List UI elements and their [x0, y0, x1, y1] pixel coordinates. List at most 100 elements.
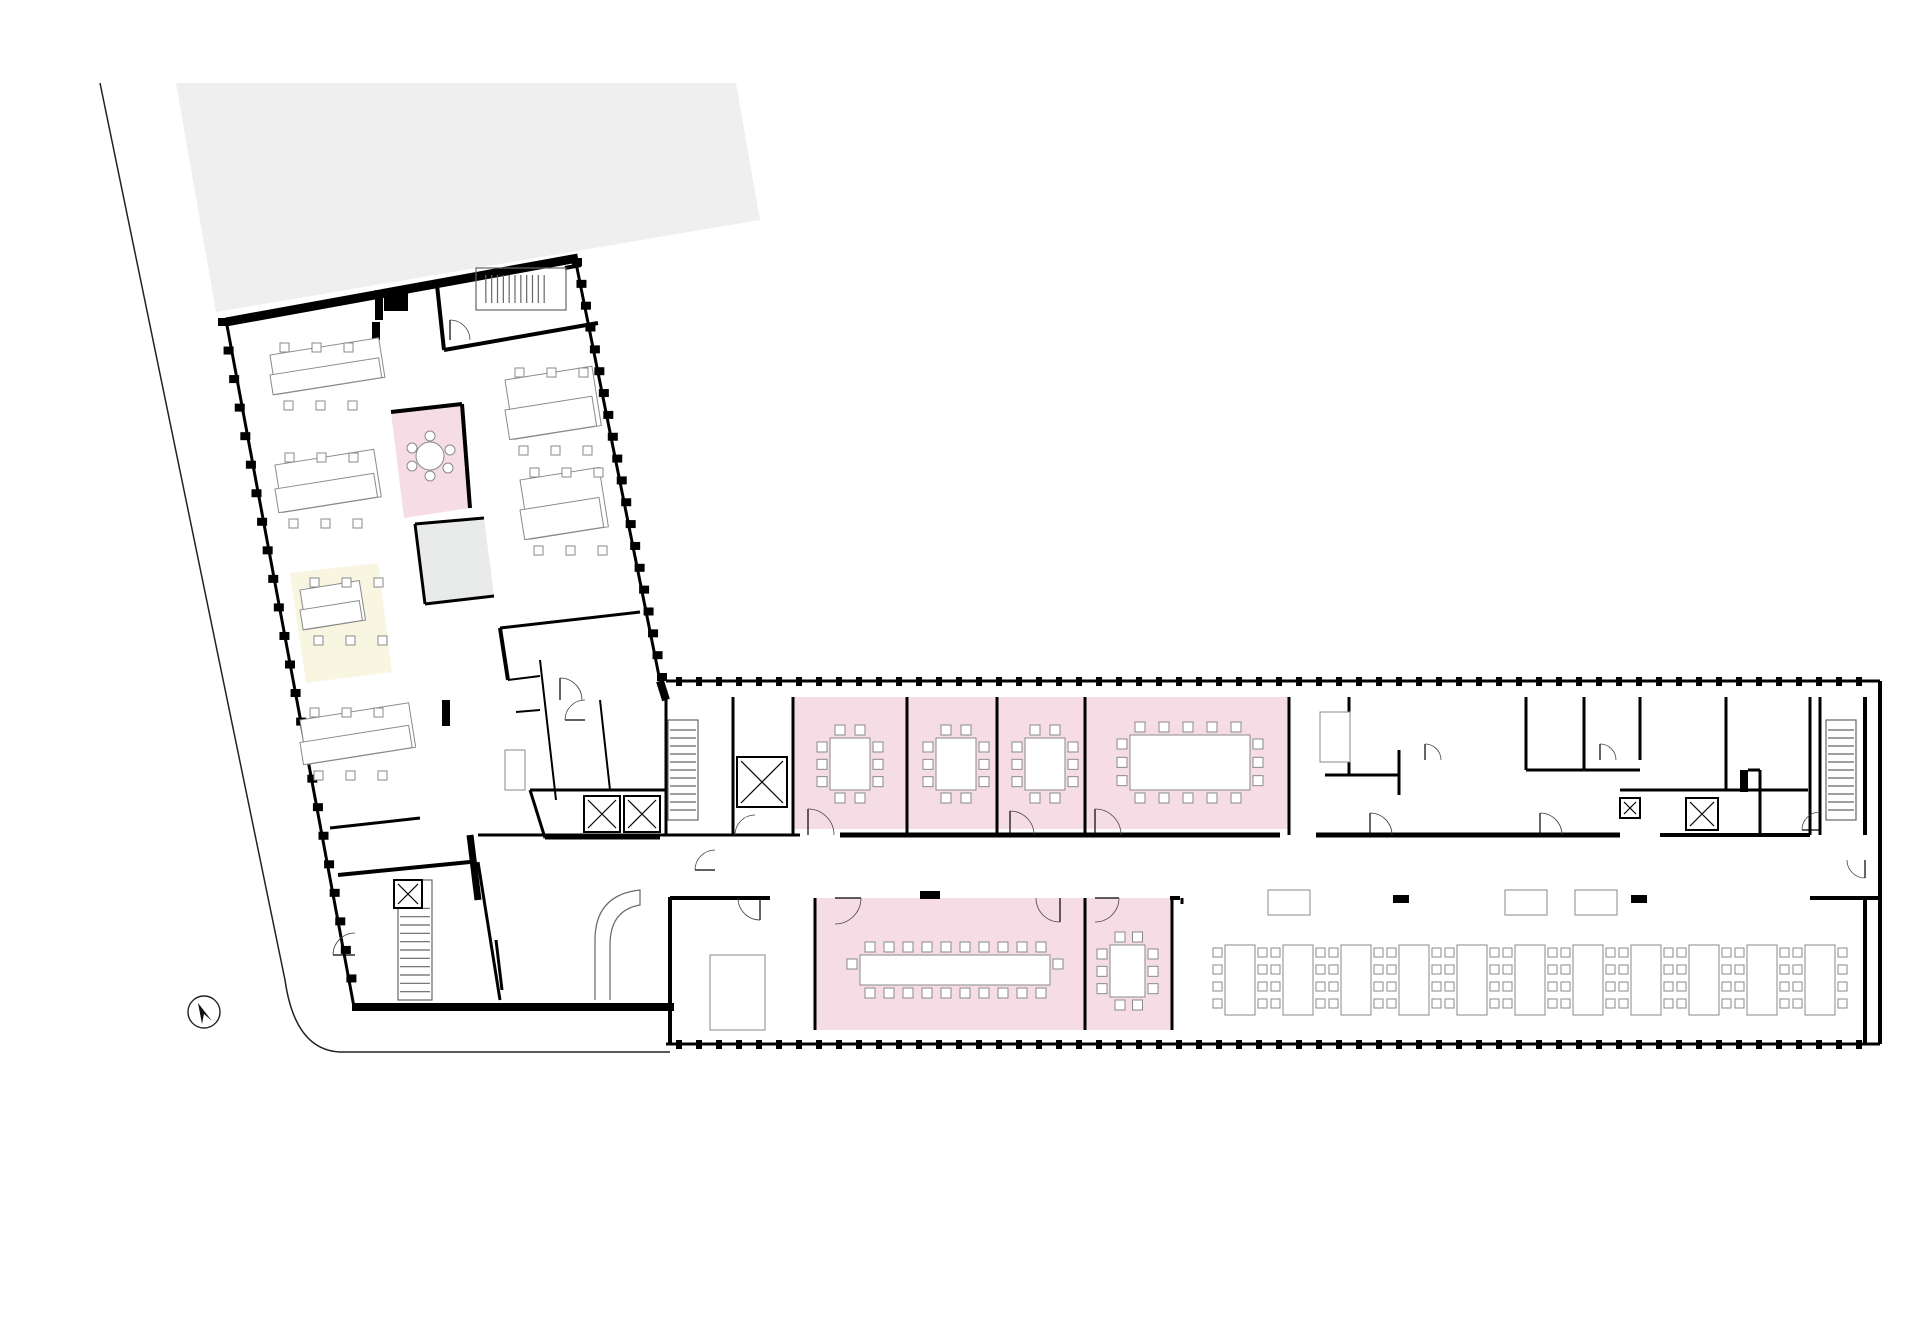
facade-pier	[257, 517, 268, 526]
facade-pier	[1836, 677, 1842, 686]
facade-pier	[696, 1040, 702, 1049]
facade-pier	[1136, 1040, 1142, 1049]
facade-pier	[976, 677, 982, 686]
facade-pier	[1656, 677, 1662, 686]
facade-pier	[652, 651, 663, 660]
facade-pier	[1016, 1040, 1022, 1049]
facade-pier	[1156, 1040, 1162, 1049]
facade-pier	[1556, 1040, 1562, 1049]
facade-pier	[1356, 677, 1362, 686]
facade-pier	[1136, 677, 1142, 686]
facade-pier	[1756, 677, 1762, 686]
facade-pier	[876, 677, 882, 686]
facade-pier	[1376, 677, 1382, 686]
facade-pier	[1216, 1040, 1222, 1049]
facade-pier	[1076, 677, 1082, 686]
facade-pier	[1236, 677, 1242, 686]
facade-pier	[1516, 1040, 1522, 1049]
facade-pier	[234, 403, 245, 412]
facade-pier	[1716, 1040, 1722, 1049]
facade-pier	[218, 318, 228, 326]
facade-pier	[1336, 1040, 1342, 1049]
facade-pier	[1496, 677, 1502, 686]
facade-pier	[716, 677, 722, 686]
facade-pier	[676, 1040, 682, 1049]
facade-pier	[1496, 1040, 1502, 1049]
facade-pier	[1096, 1040, 1102, 1049]
facade-pier	[696, 677, 702, 686]
facade-pier	[1316, 677, 1322, 686]
facade-pier	[996, 677, 1002, 686]
north-arrow-icon	[187, 995, 221, 1029]
facade-pier	[756, 677, 762, 686]
facade-pier	[229, 375, 240, 384]
facade-pier	[796, 1040, 802, 1049]
facade-pier	[279, 631, 290, 640]
facade-pier	[1456, 1040, 1462, 1049]
facade-pier	[1576, 1040, 1582, 1049]
facade-pier	[1376, 1040, 1382, 1049]
facade-pier	[1016, 677, 1022, 686]
facade-pier	[1076, 1040, 1082, 1049]
facade-pier	[1056, 1040, 1062, 1049]
facade-pier	[625, 520, 636, 529]
facade-pier	[1476, 677, 1482, 686]
facade-pier	[1236, 1040, 1242, 1049]
facade-pier	[1396, 677, 1402, 686]
facade-pier	[816, 677, 822, 686]
facade-pier	[621, 498, 632, 507]
interior-walls	[329, 263, 1880, 1044]
elevator-icon	[393, 756, 1719, 909]
site-boundary-line	[99, 82, 670, 1053]
facade-pier	[736, 677, 742, 686]
facade-pier	[1216, 677, 1222, 686]
facade-pier	[1856, 1040, 1862, 1049]
facade-pier	[251, 489, 262, 498]
facade-pier	[1276, 677, 1282, 686]
facade-pier	[1736, 1040, 1742, 1049]
facade-pier	[643, 607, 654, 616]
facade-pier	[1636, 677, 1642, 686]
facade-pier	[639, 585, 650, 594]
facade-pier	[290, 689, 301, 698]
facade-pier	[976, 1040, 982, 1049]
facade-pier	[1416, 677, 1422, 686]
facade-pier	[1516, 677, 1522, 686]
facade-pier	[1116, 1040, 1122, 1049]
facade-pier	[1416, 1040, 1422, 1049]
facade-pier	[612, 454, 623, 463]
facade-pier	[1796, 1040, 1802, 1049]
facade-pier	[936, 1040, 942, 1049]
facade-pier	[307, 774, 318, 783]
facade-pier	[1296, 677, 1302, 686]
facade-pier	[324, 860, 335, 869]
facade-pier	[1256, 1040, 1262, 1049]
facade-pier	[1656, 1040, 1662, 1049]
facade-pier	[916, 1040, 922, 1049]
facade-pier	[1536, 1040, 1542, 1049]
facade-pier	[776, 1040, 782, 1049]
furniture	[269, 337, 1848, 1031]
facade-pier	[1556, 677, 1562, 686]
facade-pier	[1736, 677, 1742, 686]
facade-pier	[1676, 1040, 1682, 1049]
facade-pier	[312, 803, 323, 812]
facade-pier	[1176, 1040, 1182, 1049]
facade-pier	[273, 603, 284, 612]
facade-pier	[1436, 1040, 1442, 1049]
facade-pier	[572, 258, 582, 266]
facade-pier	[318, 831, 329, 840]
facade-pier	[1796, 677, 1802, 686]
facade-pier	[876, 1040, 882, 1049]
facade-pier	[1436, 677, 1442, 686]
facade-pier	[1156, 677, 1162, 686]
facade-piers	[218, 258, 1862, 1049]
facade-pier	[1696, 1040, 1702, 1049]
facade-pier	[836, 1040, 842, 1049]
facade-pier	[576, 279, 587, 288]
facade-pier	[594, 367, 605, 376]
facade-pier	[648, 629, 659, 638]
facade-pier	[1776, 677, 1782, 686]
facade-pier	[896, 1040, 902, 1049]
facade-pier	[329, 888, 340, 897]
